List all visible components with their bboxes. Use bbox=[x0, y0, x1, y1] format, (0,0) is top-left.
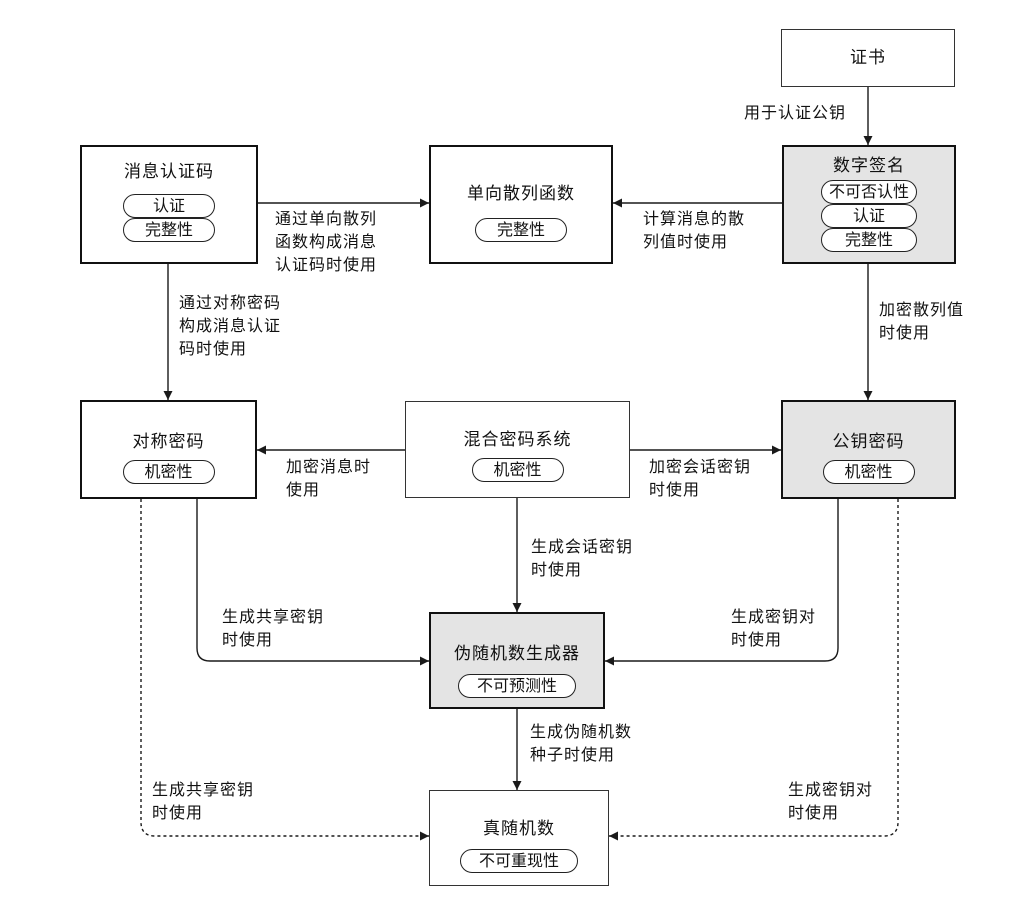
symmetric-title: 对称密码 bbox=[132, 432, 205, 452]
label-public-to-prng: 生成密钥对 时使用 bbox=[731, 607, 817, 649]
label-symmetric-to-trng: 生成共享密钥 时使用 bbox=[152, 780, 255, 822]
certificate-title: 证书 bbox=[850, 48, 886, 68]
arrow-symmetric-to-prng bbox=[196, 499, 429, 666]
label-signature-to-hash: 计算消息的散 列值时使用 bbox=[643, 209, 746, 251]
label-signature-to-public: 加密散列值 时使用 bbox=[879, 300, 965, 342]
hybrid-node: 混合密码系统 机密性 bbox=[405, 401, 630, 498]
mac-node: 消息认证码 认证 完整性 bbox=[80, 145, 258, 264]
label-cert-to-signature: 用于认证公钥 bbox=[744, 103, 847, 122]
certificate-node: 证书 bbox=[781, 29, 955, 87]
mac-title: 消息认证码 bbox=[124, 162, 214, 182]
label-hybrid-to-public: 加密会话密钥 时使用 bbox=[649, 457, 752, 499]
trng-node: 真随机数 不可重现性 bbox=[429, 790, 609, 886]
label-public-to-trng: 生成密钥对 时使用 bbox=[788, 780, 874, 822]
hash-node: 单向散列函数 完整性 bbox=[429, 145, 613, 264]
signature-prop-authentication: 认证 bbox=[821, 204, 917, 228]
signature-node: 数字签名 不可否认性 认证 完整性 bbox=[782, 145, 956, 264]
trng-title: 真随机数 bbox=[483, 819, 555, 839]
label-hybrid-to-symmetric: 加密消息时 使用 bbox=[286, 457, 372, 499]
public-key-prop-confidentiality: 机密性 bbox=[822, 460, 915, 484]
symmetric-node: 对称密码 机密性 bbox=[80, 400, 257, 499]
label-prng-to-trng: 生成伪随机数 种子时使用 bbox=[530, 722, 633, 764]
hybrid-title: 混合密码系统 bbox=[463, 430, 572, 450]
public-key-node: 公钥密码 机密性 bbox=[781, 400, 956, 499]
arrow-public-to-prng bbox=[605, 499, 839, 666]
label-hybrid-to-prng: 生成会话密钥 时使用 bbox=[531, 537, 634, 579]
mac-prop-authentication: 认证 bbox=[123, 194, 215, 218]
label-mac-to-hash: 通过单向散列 函数构成消息 认证码时使用 bbox=[275, 209, 378, 274]
prng-node: 伪随机数生成器 不可预测性 bbox=[429, 612, 605, 709]
signature-prop-integrity: 完整性 bbox=[821, 228, 917, 252]
label-symmetric-to-prng: 生成共享密钥 时使用 bbox=[222, 607, 325, 649]
mac-prop-integrity: 完整性 bbox=[123, 218, 215, 242]
label-mac-to-symmetric: 通过对称密码 构成消息认证 码时使用 bbox=[179, 293, 282, 358]
hash-prop-integrity: 完整性 bbox=[475, 218, 567, 242]
hybrid-prop-confidentiality: 机密性 bbox=[471, 458, 564, 482]
trng-prop-irreproducibility: 不可重现性 bbox=[460, 849, 578, 873]
symmetric-prop-confidentiality: 机密性 bbox=[122, 460, 215, 484]
signature-title: 数字签名 bbox=[833, 156, 905, 176]
prng-title: 伪随机数生成器 bbox=[454, 644, 580, 664]
prng-prop-unpredictability: 不可预测性 bbox=[458, 674, 576, 698]
signature-prop-nonrepudiation: 不可否认性 bbox=[821, 180, 917, 204]
public-key-title: 公钥密码 bbox=[832, 432, 905, 452]
hash-title: 单向散列函数 bbox=[467, 184, 575, 204]
